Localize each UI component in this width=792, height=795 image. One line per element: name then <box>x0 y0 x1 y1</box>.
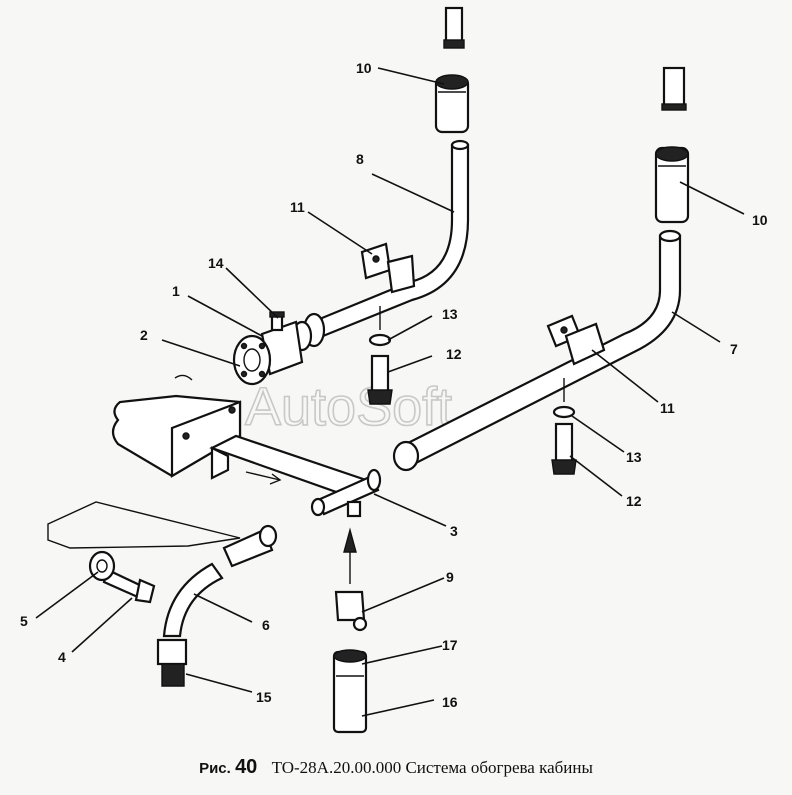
bolt-4 <box>102 568 156 604</box>
callout-8: 8 <box>356 151 364 167</box>
gasket-outline <box>47 501 241 549</box>
tube-3 <box>310 468 382 518</box>
hose-10-right <box>654 146 690 224</box>
bolt-12-left <box>367 306 393 405</box>
bracket-11-right <box>546 314 606 366</box>
callout-16: 16 <box>442 694 458 710</box>
callout-11-left: 11 <box>290 199 305 215</box>
callout-14: 14 <box>208 255 224 271</box>
callout-1: 1 <box>172 283 180 299</box>
upper-left-pipe-stub <box>443 6 465 49</box>
upper-right-pipe-stub <box>661 66 687 111</box>
watermark-text: AutoSoft <box>245 377 452 437</box>
callout-17: 17 <box>442 637 458 653</box>
pipe-8 <box>316 139 470 340</box>
caption-text: ТО-28А.20.00.000 Система обогрева кабины <box>271 758 593 777</box>
callout-12-right: 12 <box>626 493 642 509</box>
engine-block-fragment <box>111 374 242 478</box>
hose-16 <box>332 649 368 734</box>
fitting-9 <box>334 527 368 632</box>
callout-9: 9 <box>446 569 454 585</box>
valve-assembly-1 <box>232 311 304 386</box>
callout-4: 4 <box>58 649 66 665</box>
hose-6 <box>222 524 278 568</box>
callout-5: 5 <box>20 613 28 629</box>
mounting-bracket-3 <box>209 434 369 496</box>
callout-11-right: 11 <box>660 400 675 416</box>
callout-6: 6 <box>262 617 270 633</box>
pipe-7 <box>392 229 682 472</box>
callout-10-left: 10 <box>356 60 372 76</box>
callout-13-left: 13 <box>442 306 458 322</box>
callout-12-left: 12 <box>446 346 462 362</box>
callout-3: 3 <box>450 523 458 539</box>
callout-labels: 10 8 11 14 1 2 13 12 10 7 11 13 12 3 9 6… <box>20 60 768 710</box>
leader-lines <box>35 67 745 717</box>
caption-number: 40 <box>235 756 258 778</box>
bent-pipe-15 <box>156 562 224 687</box>
bolt-12-right <box>551 378 577 475</box>
callout-7: 7 <box>730 341 738 357</box>
figure-caption: Рис. 40 ТО-28А.20.00.000 Система обогрев… <box>0 756 792 779</box>
callout-2: 2 <box>140 327 148 343</box>
callout-13-right: 13 <box>626 449 642 465</box>
hose-10-left <box>434 74 470 134</box>
bracket-11-left <box>360 242 416 294</box>
caption-prefix: Рис. <box>199 760 231 777</box>
callout-10-right: 10 <box>752 212 768 228</box>
callout-15: 15 <box>256 689 272 705</box>
